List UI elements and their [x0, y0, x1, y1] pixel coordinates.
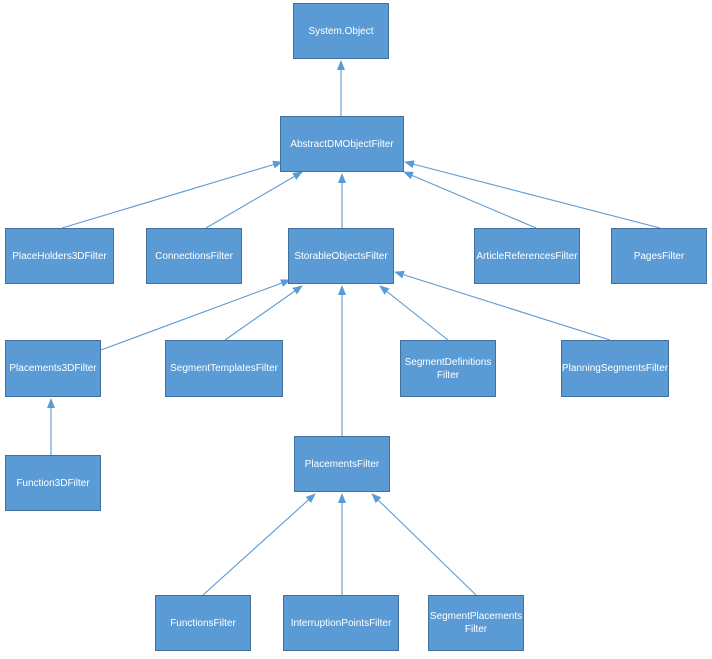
- arrow-article-references-filter-to-abstract-dm-object-filter: [403, 171, 537, 229]
- node-functions-filter: FunctionsFilter: [155, 595, 251, 651]
- node-segment-placements-filter: SegmentPlacements Filter: [428, 595, 524, 651]
- node-system-object: System.Object: [293, 3, 389, 59]
- arrow-connections-filter-to-abstract-dm-object-filter: [205, 171, 303, 229]
- node-segment-definitions-filter: SegmentDefinitions Filter: [400, 340, 496, 397]
- node-pages-filter: PagesFilter: [611, 228, 707, 284]
- arrow-pages-filter-to-abstract-dm-object-filter: [404, 160, 661, 229]
- node-connections-filter: ConnectionsFilter: [146, 228, 242, 284]
- arrow-placements-3d-filter-to-storable-objects-filter: [100, 279, 291, 351]
- node-function-3d-filter: Function3DFilter: [5, 455, 101, 511]
- arrow-segment-placements-filter-to-placements-filter: [371, 493, 477, 596]
- node-placements-filter: PlacementsFilter: [294, 436, 390, 492]
- node-article-references-filter: ArticleReferencesFilter: [474, 228, 580, 284]
- arrow-planning-segments-filter-to-storable-objects-filter: [394, 270, 611, 341]
- node-placements-3d-filter: Placements3DFilter: [5, 340, 101, 397]
- arrow-segment-definitions-filter-to-storable-objects-filter: [379, 285, 449, 341]
- node-storable-objects-filter: StorableObjectsFilter: [288, 228, 394, 284]
- arrow-segment-templates-filter-to-storable-objects-filter: [224, 285, 303, 341]
- arrow-placeholders-3d-filter-to-abstract-dm-object-filter: [61, 160, 283, 229]
- node-placeholders-3d-filter: PlaceHolders3DFilter: [5, 228, 114, 284]
- node-segment-templates-filter: SegmentTemplatesFilter: [165, 340, 283, 397]
- node-planning-segments-filter: PlanningSegmentsFilter: [561, 340, 669, 397]
- arrow-functions-filter-to-placements-filter: [202, 493, 316, 596]
- node-abstract-dm-object-filter: AbstractDMObjectFilter: [280, 116, 404, 172]
- node-interruption-points-filter: InterruptionPointsFilter: [283, 595, 399, 651]
